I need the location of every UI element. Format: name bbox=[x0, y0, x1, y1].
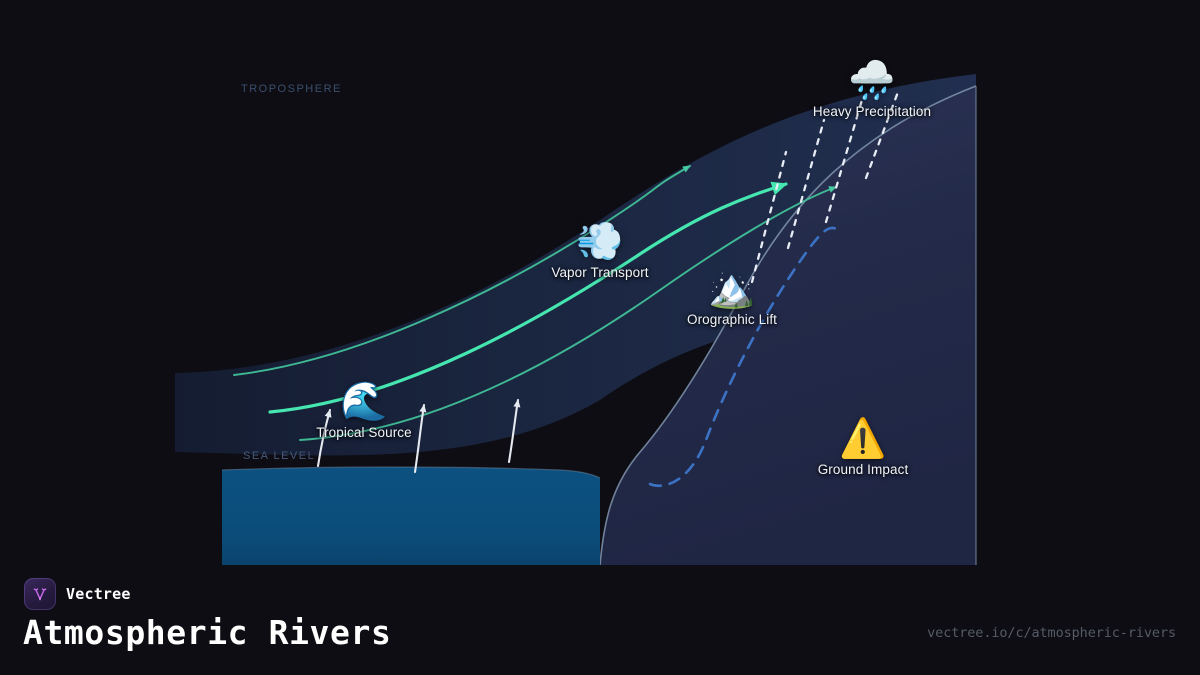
footer-url: vectree.io/c/atmospheric-rivers bbox=[927, 625, 1176, 641]
node-tropical-source[interactable]: 🌊 Tropical Source bbox=[316, 380, 412, 440]
node-heavy-precipitation[interactable]: 🌧️ Heavy Precipitation bbox=[813, 59, 931, 119]
precipitation-streaks bbox=[750, 90, 900, 284]
node-orographic-lift[interactable]: 🏔️ Orographic Lift bbox=[687, 267, 777, 327]
terrain-mass bbox=[599, 85, 977, 566]
page-title: Atmospheric Rivers bbox=[23, 613, 392, 652]
brand-name: Vectree bbox=[66, 585, 131, 603]
atmospheric-river-diagram: TROPOSPHERE SEA LEVEL 🌊 Tropical Source … bbox=[175, 59, 977, 566]
wind-dash-icon: 💨 bbox=[576, 221, 624, 263]
node-label-orographic-lift: Orographic Lift bbox=[686, 312, 778, 327]
diagram-canvas bbox=[175, 74, 977, 566]
node-label-tropical-source: Tropical Source bbox=[316, 425, 412, 440]
footer-bar: Vectree Atmospheric Rivers vectree.io/c/… bbox=[0, 570, 1200, 675]
zone-label-sea-level: SEA LEVEL bbox=[243, 450, 316, 462]
node-ground-impact[interactable]: ⚠️ Ground Impact bbox=[818, 417, 909, 477]
brand-row[interactable]: Vectree bbox=[24, 578, 131, 610]
ocean-layer bbox=[221, 466, 601, 565]
node-vapor-transport[interactable]: 💨 Vapor Transport bbox=[551, 220, 648, 280]
evaporation-arrows bbox=[316, 398, 521, 474]
ocean-wave-icon: 🌊 bbox=[340, 381, 388, 423]
runoff-path bbox=[648, 226, 840, 488]
atmospheric-river-band bbox=[175, 74, 976, 456]
node-label-vapor-transport: Vapor Transport bbox=[551, 265, 649, 280]
moisture-flow-lines bbox=[233, 165, 837, 441]
node-label-heavy-precipitation: Heavy Precipitation bbox=[812, 104, 932, 119]
vectree-tree-logo-icon bbox=[24, 578, 56, 610]
zone-label-troposphere: TROPOSPHERE bbox=[241, 83, 342, 95]
snow-mountain-icon: 🏔️ bbox=[708, 268, 756, 310]
rain-cloud-icon: 🌧️ bbox=[848, 60, 896, 102]
node-label-ground-impact: Ground Impact bbox=[817, 462, 909, 477]
warning-triangle-icon: ⚠️ bbox=[839, 418, 887, 460]
